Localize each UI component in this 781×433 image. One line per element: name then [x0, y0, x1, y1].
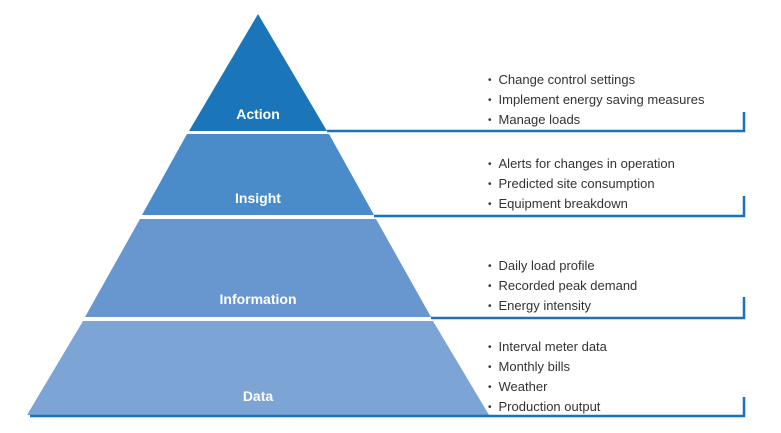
- list-item: Equipment breakdown: [488, 195, 675, 215]
- list-item: Interval meter data: [488, 338, 607, 358]
- tier-label-action: Action: [236, 106, 280, 122]
- list-item: Monthly bills: [488, 358, 607, 378]
- tier-label-information: Information: [220, 291, 297, 307]
- list-item: Energy intensity: [488, 297, 637, 317]
- data-bullet-list: Interval meter data Monthly bills Weathe…: [488, 338, 607, 418]
- information-bullet-list: Daily load profile Recorded peak demand …: [488, 257, 638, 317]
- connector-information: [431, 297, 746, 320]
- list-item: Predicted site consumption: [488, 175, 675, 195]
- list-item: Implement energy saving measures: [488, 91, 705, 111]
- tier-label-data: Data: [243, 388, 274, 404]
- connector-insight: [374, 196, 746, 218]
- insight-bullet-list: Alerts for changes in operation Predicte…: [488, 155, 675, 215]
- tier-information-shape: [85, 219, 431, 317]
- list-item: Alerts for changes in operation: [488, 155, 675, 175]
- tier-action-shape: [189, 14, 327, 131]
- tier-insight-shape: [142, 134, 374, 215]
- action-bullet-list: Change control settings Implement energy…: [488, 71, 705, 131]
- tier-data-shape: [27, 321, 489, 415]
- list-item: Production output: [488, 398, 607, 418]
- list-item: Recorded peak demand: [488, 277, 638, 297]
- connector-data: [30, 397, 746, 418]
- list-item: Daily load profile: [488, 257, 637, 277]
- list-item: Change control settings: [488, 71, 704, 91]
- connector-action: [327, 112, 746, 133]
- list-item: Weather: [488, 378, 607, 398]
- tier-label-insight: Insight: [235, 190, 281, 206]
- list-item: Manage loads: [488, 111, 704, 131]
